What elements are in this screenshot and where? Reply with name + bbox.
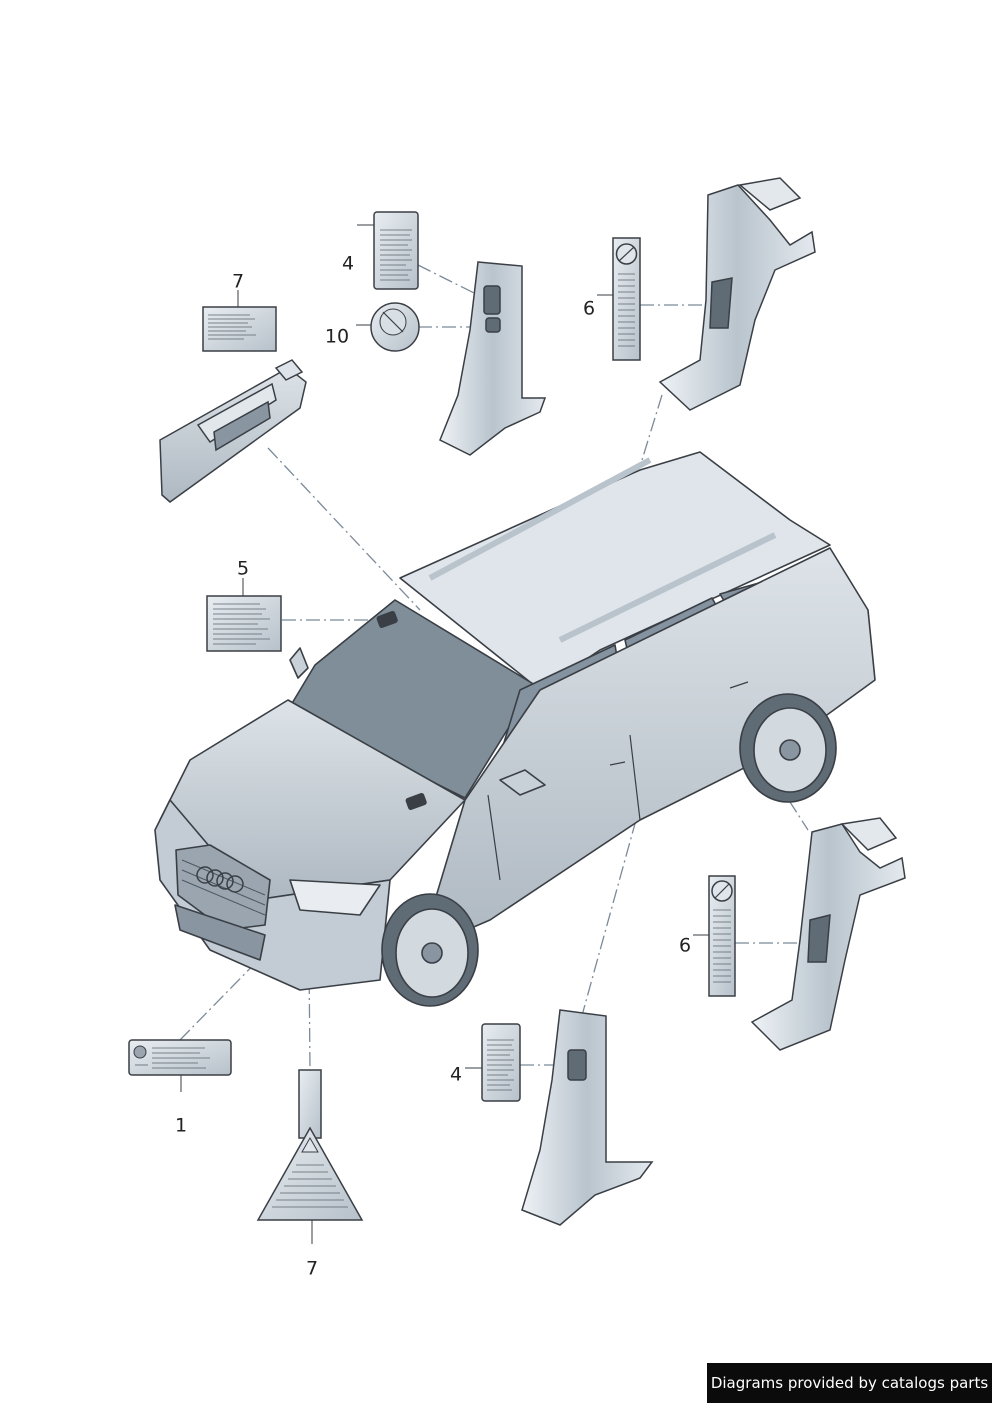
credit-text: Diagrams provided by catalogs parts [710,1374,989,1392]
part-7-warning-label [256,1069,364,1244]
b-pillar-bottom [521,1009,654,1226]
car-body [154,451,876,1007]
sun-visor [159,359,307,503]
callout-6-right: 6 [678,934,692,957]
part-5-label [206,578,282,652]
callout-4-top: 4 [341,252,355,275]
callout-1: 1 [174,1114,188,1137]
part-7-label-top [202,290,277,352]
callout-6-top: 6 [582,297,596,320]
door-frame-top [658,177,816,411]
part-1-label [128,1039,232,1092]
callout-4-bottom: 4 [449,1063,463,1086]
callout-7-top: 7 [231,270,245,293]
callout-5: 5 [236,557,250,580]
part-4-label-bottom [465,1023,521,1102]
b-pillar-top [439,261,547,456]
callout-7-bottom: 7 [305,1257,319,1280]
part-10-label [356,302,420,352]
part-6-label-right [693,875,736,997]
part-6-label-top [597,237,641,361]
door-frame-bottom [750,817,906,1051]
part-4-label-top [357,211,419,290]
credit-banner: Diagrams provided by catalogs parts [707,1363,992,1403]
callout-10: 10 [324,325,350,348]
